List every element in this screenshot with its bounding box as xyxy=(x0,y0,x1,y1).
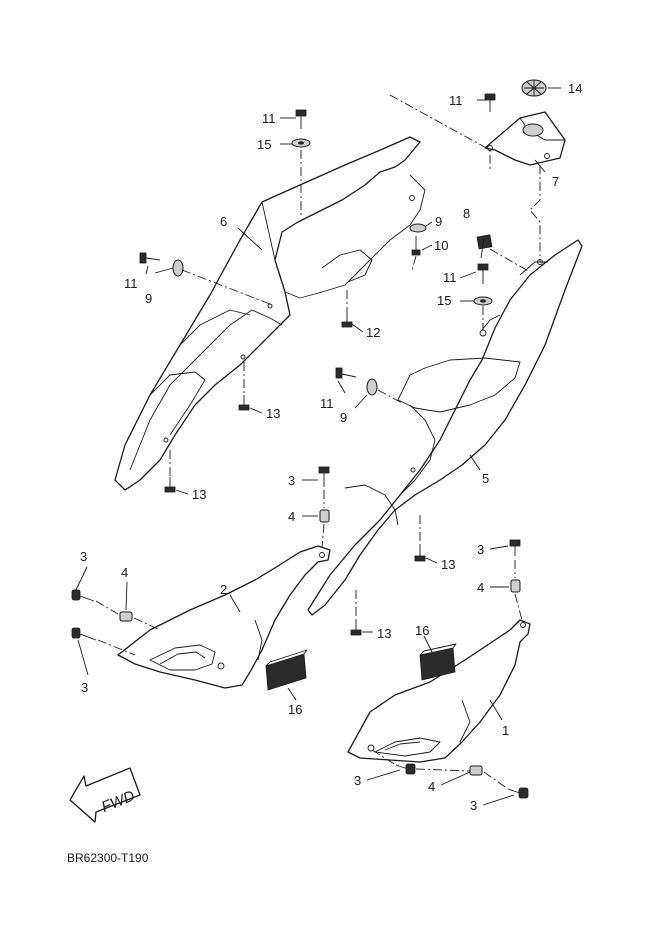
screw-3-left-lower xyxy=(71,627,97,641)
washer-9-side-left xyxy=(172,259,184,277)
callout-11-upper-left: 11 xyxy=(262,111,276,126)
callout-4-left: 4 xyxy=(121,565,128,580)
part-7-bracket xyxy=(484,111,566,166)
callout-3-left-upper: 3 xyxy=(80,549,87,564)
screw-3-bottom-right xyxy=(507,787,529,799)
reference-code: BR62300-T190 xyxy=(67,851,149,865)
pad-16-right xyxy=(419,643,457,681)
forward-direction-arrow: FWD xyxy=(69,767,141,823)
callout-3-bottom-right: 3 xyxy=(470,798,477,813)
part-6-side-cover-left xyxy=(114,136,426,491)
callout-9-side-left: 9 xyxy=(145,291,152,306)
rivet-13-b xyxy=(164,477,176,493)
callout-3-top: 3 xyxy=(288,473,295,488)
callout-15-right: 15 xyxy=(437,293,451,308)
screw-3-bottom xyxy=(395,763,416,775)
screw-11-bracket xyxy=(484,93,496,112)
callout-14: 14 xyxy=(568,81,582,96)
callout-labels: 6 11 15 11 14 7 8 9 10 11 9 11 15 12 13 … xyxy=(80,81,582,813)
screw-11-right xyxy=(477,263,489,284)
part-2-lower-cover-left xyxy=(117,545,331,689)
collar-4-top xyxy=(319,509,330,523)
screw-3-right xyxy=(509,539,521,556)
rivet-13-c xyxy=(414,546,426,562)
callout-13-b: 13 xyxy=(192,487,206,502)
callout-13-d: 13 xyxy=(377,626,391,641)
callout-11-bracket: 11 xyxy=(449,93,463,108)
callout-3-left-lower: 3 xyxy=(81,680,88,695)
screw-11-upper-left xyxy=(295,109,307,129)
washer-15-right xyxy=(473,296,493,306)
callout-13-c: 13 xyxy=(441,557,455,572)
callout-11-right: 11 xyxy=(443,270,457,285)
part-8-nut xyxy=(476,234,493,250)
callout-4-right: 4 xyxy=(477,580,484,595)
callout-6: 6 xyxy=(220,214,227,229)
callout-4-bottom: 4 xyxy=(428,779,435,794)
washer-15-upper-left xyxy=(291,138,311,148)
assembly-lines xyxy=(95,94,541,790)
rivet-13-d xyxy=(350,620,362,636)
callout-10: 10 xyxy=(434,238,448,253)
part-1-lower-cover-right xyxy=(347,619,531,763)
callout-12: 12 xyxy=(366,325,380,340)
callout-9-mid: 9 xyxy=(435,214,442,229)
part-14-grommet xyxy=(521,79,547,97)
washer-9-mid xyxy=(409,223,427,233)
callout-16-right: 16 xyxy=(415,623,429,638)
collar-4-right xyxy=(510,579,521,593)
callout-7: 7 xyxy=(552,174,559,189)
screw-3-left-upper xyxy=(71,589,95,602)
screw-3-top xyxy=(318,466,330,487)
callout-5: 5 xyxy=(482,471,489,486)
callout-3-right: 3 xyxy=(477,542,484,557)
rivet-12 xyxy=(341,312,353,328)
collar-4-bottom xyxy=(469,765,483,776)
callout-13-a: 13 xyxy=(266,406,280,421)
screw-11-mid xyxy=(335,367,357,379)
callout-16-left: 16 xyxy=(288,702,302,717)
rivet-13-a xyxy=(238,395,250,411)
callout-11-mid: 11 xyxy=(320,396,334,411)
pad-16-left xyxy=(265,649,308,691)
callout-15-upper-left: 15 xyxy=(257,137,271,152)
leader-lines xyxy=(75,87,561,806)
callout-4-top: 4 xyxy=(288,509,295,524)
callout-3-bottom: 3 xyxy=(354,773,361,788)
callout-11-side-left: 11 xyxy=(124,276,138,291)
collar-4-left xyxy=(119,611,133,622)
screw-10 xyxy=(411,236,421,256)
callout-1: 1 xyxy=(502,723,509,738)
screw-11-side-left xyxy=(139,252,161,264)
callout-2: 2 xyxy=(220,582,227,597)
callout-9-right: 9 xyxy=(340,410,347,425)
washer-9-right xyxy=(366,378,378,396)
callout-8: 8 xyxy=(463,206,470,221)
